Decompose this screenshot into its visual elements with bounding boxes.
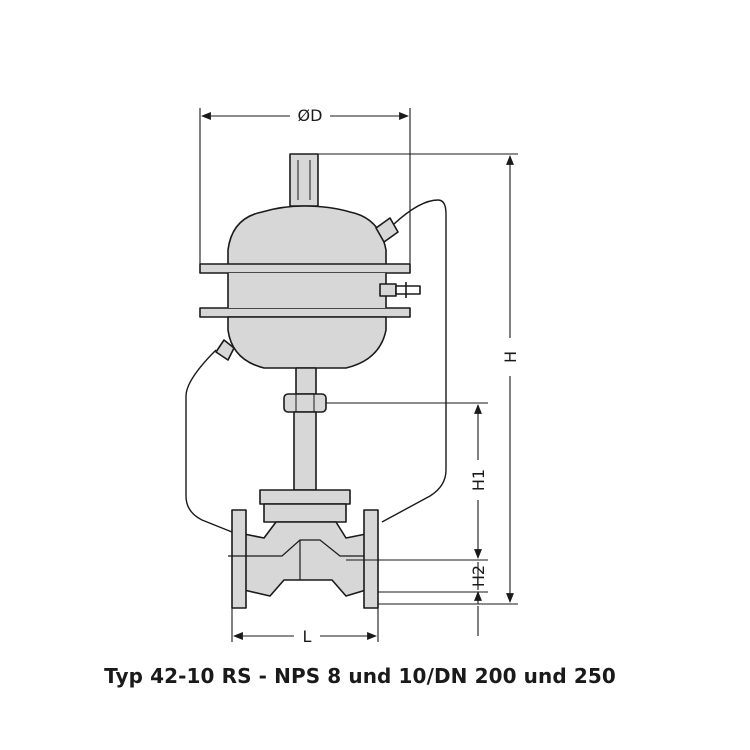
bonnet-flange [259,489,351,505]
label-height-1: H1 [469,469,488,491]
valve-stem [293,411,317,491]
label-height-total: H [501,351,520,363]
pressure-port-upper [375,217,399,243]
side-valve-fitting [379,283,397,297]
bonnet [263,503,347,523]
actuator-lower-diaphragm [227,316,387,369]
stem-upper [295,367,317,395]
label-height-2: H2 [469,565,488,587]
right-pipe-flange [363,509,379,609]
label-diameter: ØD [298,106,323,125]
actuator-flange-lower [199,307,411,318]
control-line-right [381,199,447,523]
left-pipe-flange [231,509,247,609]
pressure-port-lower [215,339,235,361]
control-line-left [185,349,233,533]
top-connector [289,153,319,207]
label-length: L [303,627,312,646]
actuator-upper-diaphragm [227,205,387,269]
stem-coupling [283,393,327,413]
figure-caption: Typ 42-10 RS - NPS 8 und 10/DN 200 und 2… [104,664,616,688]
valve-body [243,521,367,597]
actuator-flange-upper [199,263,411,274]
